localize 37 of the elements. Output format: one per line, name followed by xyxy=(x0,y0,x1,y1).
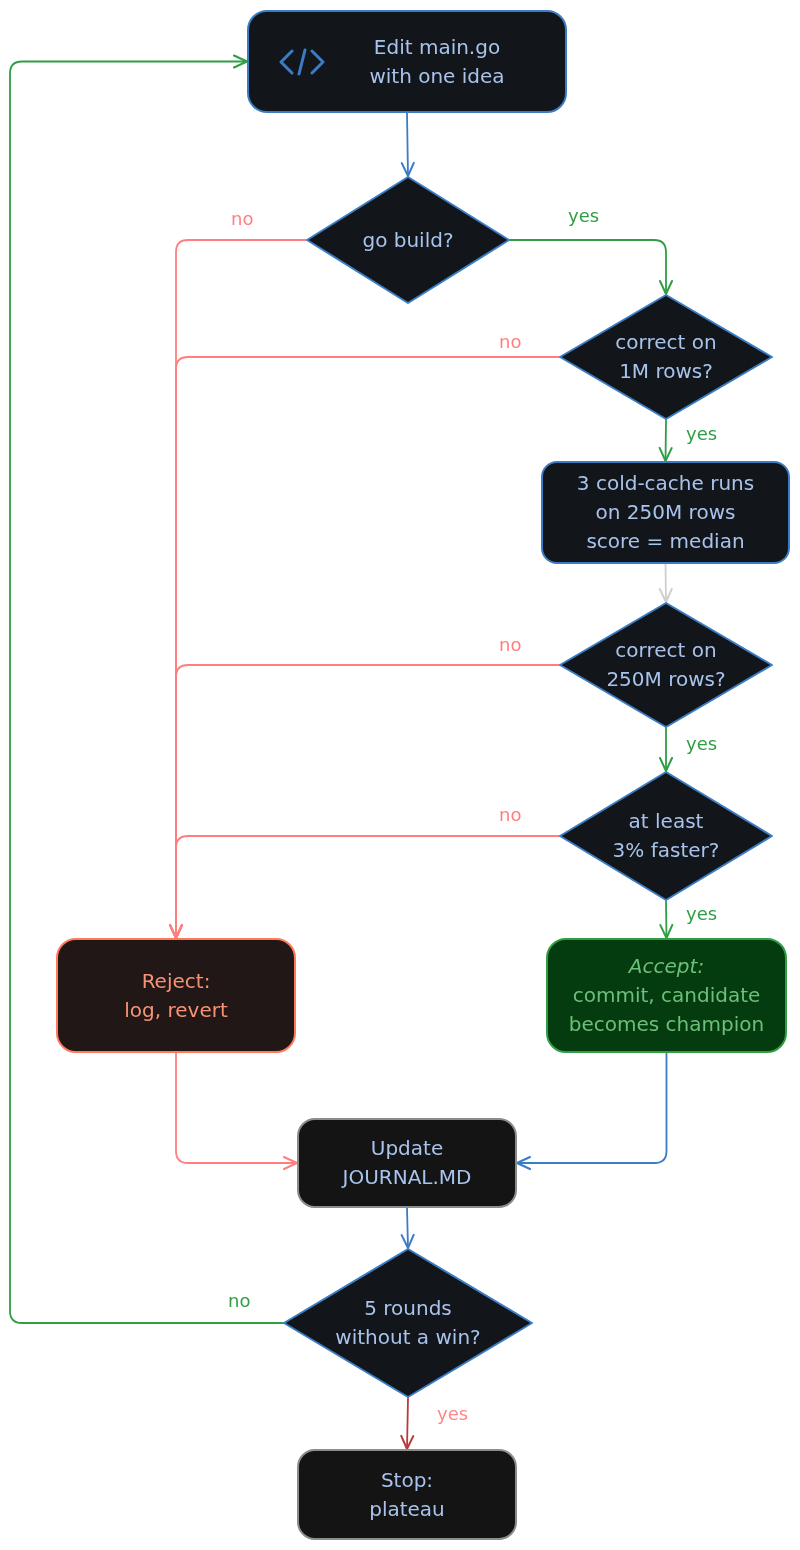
arrow xyxy=(658,419,673,462)
process-box xyxy=(297,1449,517,1540)
decision-diamond xyxy=(283,1248,533,1398)
arrow xyxy=(400,1397,415,1450)
arrow xyxy=(516,1052,668,1170)
decision-diamond xyxy=(559,294,773,420)
arrow xyxy=(9,54,284,1324)
decision-label: 5 rounds without a win? xyxy=(334,1295,482,1351)
decision-diamond xyxy=(306,176,510,304)
step-heading: Stop: xyxy=(380,1466,434,1494)
arrow xyxy=(169,835,560,939)
arrow xyxy=(659,900,674,939)
decision-diamond xyxy=(559,602,773,728)
decision-diamond xyxy=(559,771,773,901)
step-label: log, revert xyxy=(124,996,228,1024)
step-label: commit, candidate becomes champion xyxy=(567,982,766,1038)
step-label: score = median xyxy=(586,528,745,555)
step-label: Update JOURNAL.MD xyxy=(340,1135,473,1191)
step-heading: Reject: xyxy=(141,967,211,995)
arrow xyxy=(400,112,415,177)
process-box xyxy=(546,938,787,1053)
step-heading: Accept: xyxy=(628,953,705,980)
arrow xyxy=(658,563,673,603)
process-box xyxy=(247,10,567,113)
arrow xyxy=(659,727,673,772)
arrow xyxy=(509,239,673,295)
decision-label: go build? xyxy=(362,226,454,254)
process-box xyxy=(56,938,296,1053)
arrow xyxy=(400,1207,415,1249)
step-label: Edit main.go with one idea xyxy=(368,33,506,90)
decision-label: correct on 1M rows? xyxy=(614,329,718,385)
process-box xyxy=(541,461,790,564)
decision-label: correct on 250M rows? xyxy=(605,637,727,693)
arrow xyxy=(175,1052,298,1170)
step-label: plateau xyxy=(369,1495,445,1523)
decision-label: at least 3% faster? xyxy=(611,808,721,864)
process-box xyxy=(297,1118,517,1208)
